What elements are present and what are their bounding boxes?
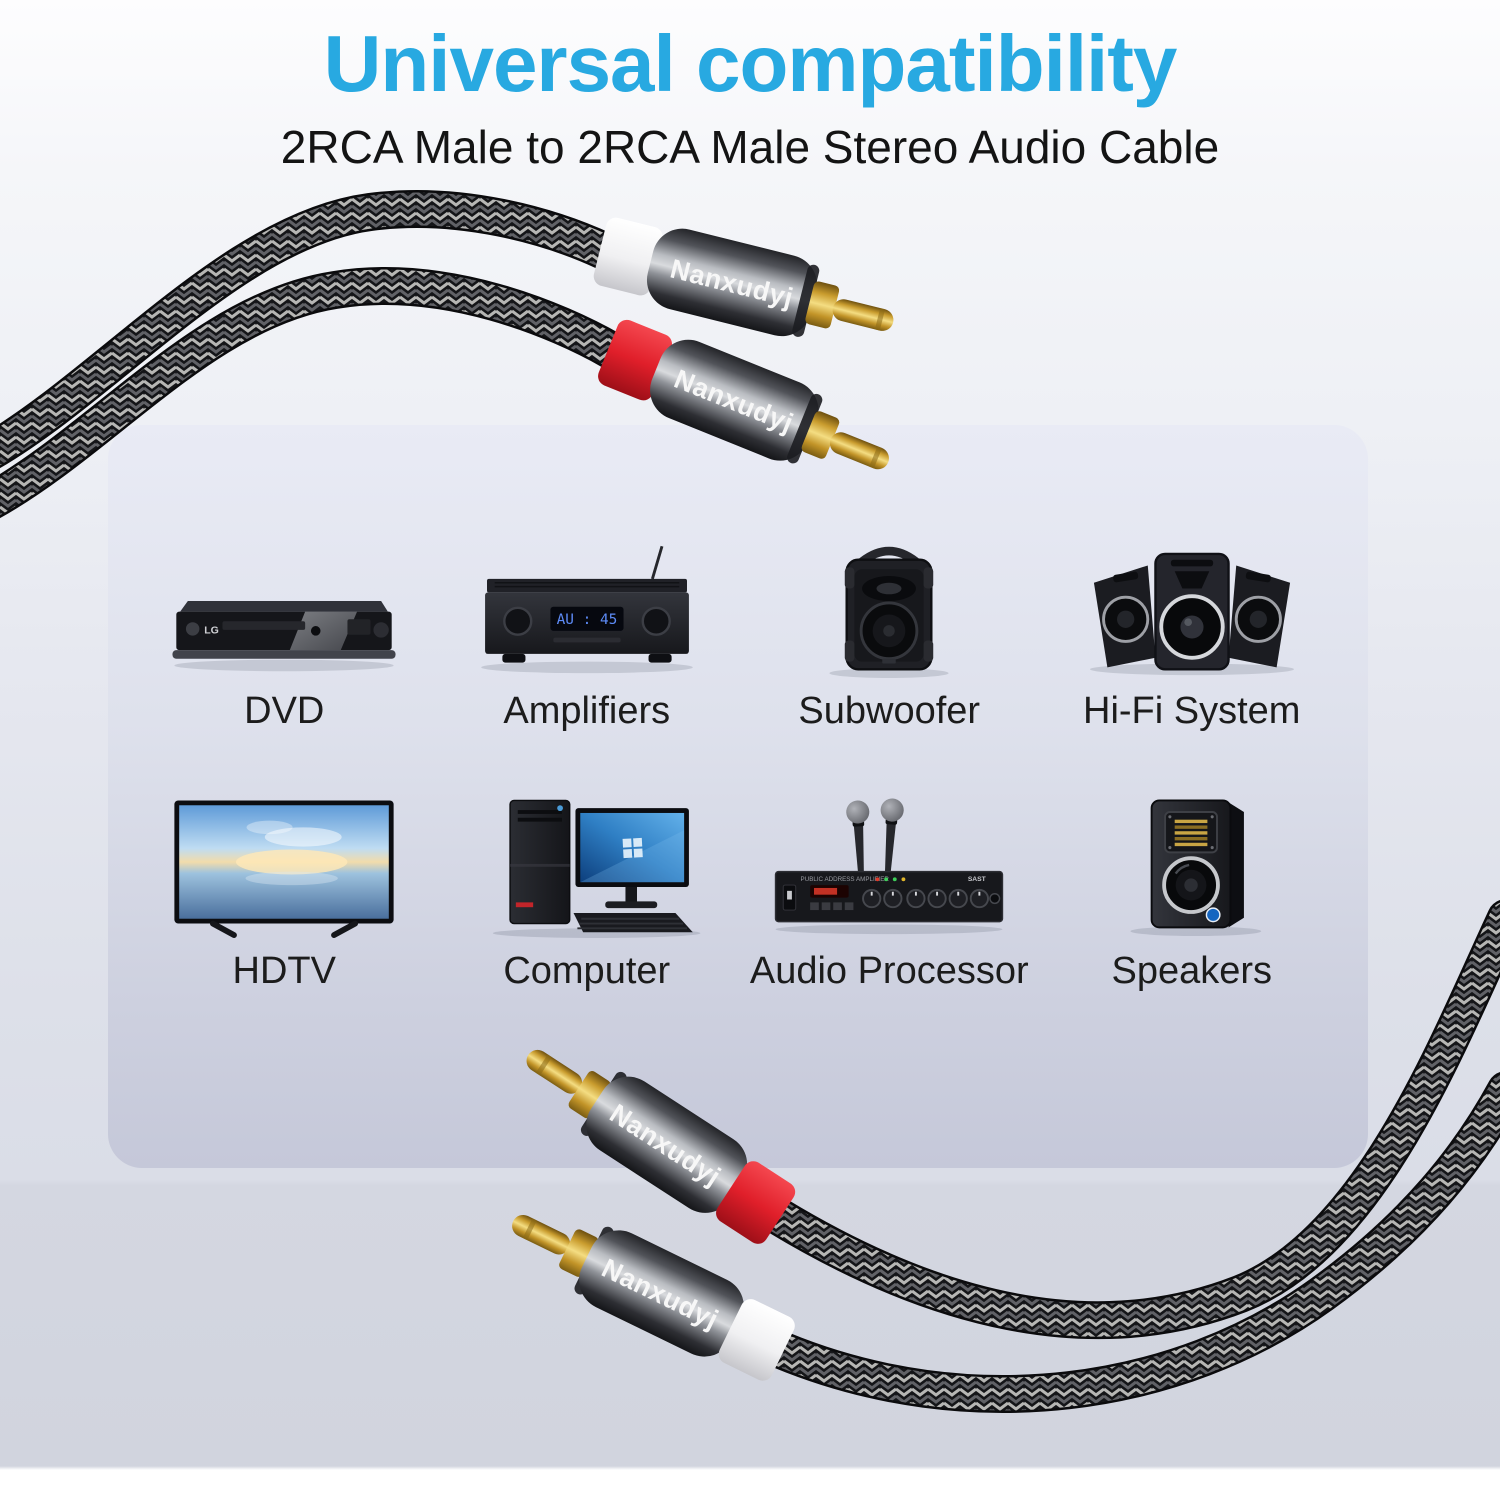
device-label-dvd: DVD [244, 690, 325, 732]
header: Universal compatibility 2RCA Male to 2RC… [0, 22, 1500, 174]
page-title: Universal compatibility [323, 19, 1178, 108]
device-label-speakers: Speakers [1111, 950, 1273, 992]
rca-connector-bottom-white: Nanxudyj [512, 1214, 795, 1381]
flatscreen-tv-icon [174, 800, 394, 939]
device-label-audio-processor: Audio Processor [749, 950, 1029, 992]
device-grid: LG DVD [108, 425, 1368, 1168]
pa-brand-text: SAST [968, 876, 987, 883]
dvd-brand-text: LG [204, 625, 219, 637]
amp-display-text: AU : 45 [556, 612, 617, 628]
device-label-subwoofer: Subwoofer [798, 690, 981, 732]
pa-panel-text: PUBLIC ADDRESS AMPLIFIER [801, 876, 890, 883]
device-subwoofer: Subwoofer [741, 495, 1038, 735]
device-speakers: Speakers [1044, 755, 1341, 995]
device-dvd: LG DVD [136, 495, 433, 735]
device-label-computer: Computer [503, 950, 671, 992]
rca-connector-top-white: Nanxudyj [593, 217, 894, 337]
hifi-speaker-system-icon [1089, 552, 1294, 676]
av-receiver-icon: AU : 45 [480, 545, 693, 674]
connector-brand-text: Nanxudyj [597, 1253, 723, 1335]
device-hifi-system: Hi-Fi System [1044, 495, 1341, 735]
dvd-player-icon: LG [172, 601, 396, 672]
compatibility-panel: LG DVD [108, 425, 1368, 1168]
desktop-computer-icon [492, 799, 701, 939]
device-computer: Computer [439, 755, 736, 995]
device-label-hifi-system: Hi-Fi System [1083, 690, 1301, 732]
page-subtitle: 2RCA Male to 2RCA Male Stereo Audio Cabl… [280, 121, 1220, 173]
device-amplifiers: AU : 45 Amplifiers [439, 495, 736, 735]
portable-subwoofer-icon [829, 546, 949, 679]
pa-amplifier-with-microphones-icon: PUBLIC ADDRESS AMPLIFIER SAST [775, 798, 1004, 935]
device-label-hdtv: HDTV [232, 950, 336, 992]
device-audio-processor: PUBLIC ADDRESS AMPLIFIER SAST [741, 755, 1038, 995]
device-label-amplifiers: Amplifiers [503, 690, 671, 732]
connector-brand-text: Nanxudyj [667, 254, 796, 313]
device-hdtv: HDTV [136, 755, 433, 995]
bookshelf-speaker-icon [1130, 799, 1261, 937]
